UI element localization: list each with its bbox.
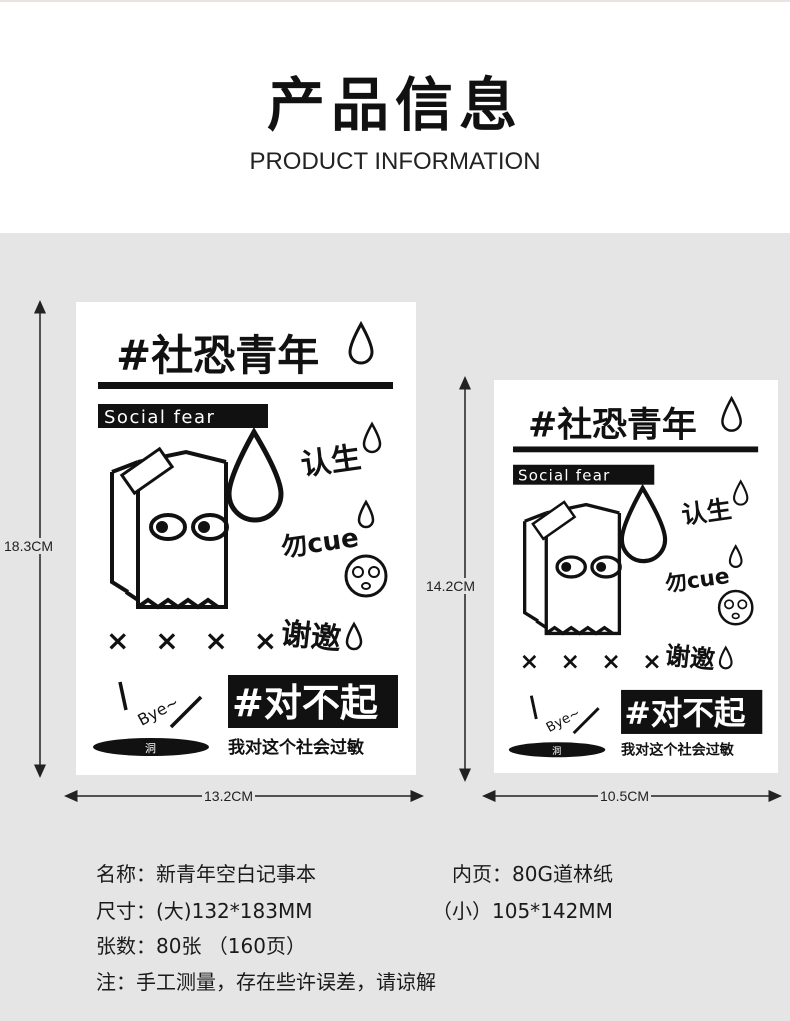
box-creature-icon xyxy=(523,502,622,636)
phrase-thanks-invite: 谢邀 xyxy=(664,641,717,675)
right-eye-pupil xyxy=(198,521,210,533)
cover-hashtag-title: #社恐青年 xyxy=(116,331,319,380)
hole-label: 洞 xyxy=(552,746,561,757)
large-height-label: 18.3CM xyxy=(2,538,56,554)
hole-shape xyxy=(93,738,209,756)
notebook-cover-small: #社恐青年 Social fear 认生 勿cue 谢邀 × xyxy=(494,380,778,773)
small-drop-icon xyxy=(728,544,743,568)
dizzy-face-icon xyxy=(344,554,388,598)
small-width-label: 10.5CM xyxy=(598,788,652,804)
cover-hashtag-title: #社恐青年 xyxy=(528,405,697,445)
sorry-title: #对不起 xyxy=(232,681,379,725)
small-drop-icon xyxy=(357,499,375,529)
left-eye-pupil xyxy=(156,521,168,533)
bye-line-left xyxy=(529,695,538,720)
bye-line-left xyxy=(118,681,128,711)
notebook-cover-large: #社恐青年 Social fear 认生 勿cue 谢邀 × xyxy=(76,302,416,775)
cross-marks: × × × × xyxy=(106,624,285,657)
page-subtitle: PRODUCT INFORMATION xyxy=(249,148,541,175)
phrase-shy: 认生 xyxy=(680,494,733,530)
large-drop-icon xyxy=(226,427,284,523)
info-size-large: 尺寸：(大)132*183MM xyxy=(96,899,313,923)
hole-label: 洞 xyxy=(145,742,156,755)
bye-line-right xyxy=(572,707,600,735)
hole-shape xyxy=(508,742,606,758)
title-underline xyxy=(98,382,393,389)
info-name: 名称：新青年空白记事本 xyxy=(96,862,316,886)
small-drop-icon xyxy=(718,645,733,670)
small-drop-icon xyxy=(345,621,363,651)
social-fear-badge xyxy=(513,464,655,485)
social-fear-badge xyxy=(98,404,268,428)
info-inner-pages: 内页：80G道林纸 xyxy=(452,862,613,886)
bandage-icon xyxy=(531,500,577,541)
phrase-shy: 认生 xyxy=(299,440,363,483)
left-eye-pupil xyxy=(561,561,572,572)
social-fear-label: Social fear xyxy=(518,467,611,485)
allergic-caption: 我对这个社会过敏 xyxy=(228,737,364,758)
small-drop-icon xyxy=(362,421,382,454)
large-width-label: 13.2CM xyxy=(202,788,256,804)
small-drop-icon xyxy=(733,479,749,506)
title-underline xyxy=(513,446,759,453)
drop-icon xyxy=(721,395,742,432)
phrase-thanks-invite: 谢邀 xyxy=(279,616,342,657)
sorry-title: #对不起 xyxy=(624,696,746,732)
box-creature-icon xyxy=(110,449,229,610)
info-size-small: （小）105*142MM xyxy=(432,899,613,923)
sorry-banner xyxy=(228,675,398,728)
allergic-caption: 我对这个社会过敏 xyxy=(621,742,735,759)
social-fear-label: Social fear xyxy=(104,407,215,428)
right-eye-pupil xyxy=(596,561,607,572)
top-divider-line xyxy=(0,0,790,2)
cover-artwork-small: #社恐青年 Social fear 认生 勿cue 谢邀 × xyxy=(508,395,763,759)
bandage-icon xyxy=(119,446,175,496)
bye-line-right xyxy=(169,695,203,729)
page-title: 产品信息 xyxy=(266,71,523,139)
info-sheets: 张数：80张 （160页） xyxy=(96,934,306,958)
sorry-banner xyxy=(621,689,763,734)
info-note: 注：手工测量，存在些许误差，请谅解 xyxy=(96,970,436,994)
small-height-label: 14.2CM xyxy=(424,578,478,594)
cover-artwork-large: #社恐青年 Social fear 认生 勿cue 谢邀 × xyxy=(93,320,398,758)
dizzy-face-icon xyxy=(717,589,754,626)
cross-marks: × × × × xyxy=(520,648,669,675)
large-drop-icon xyxy=(619,483,668,564)
drop-icon xyxy=(348,320,374,365)
